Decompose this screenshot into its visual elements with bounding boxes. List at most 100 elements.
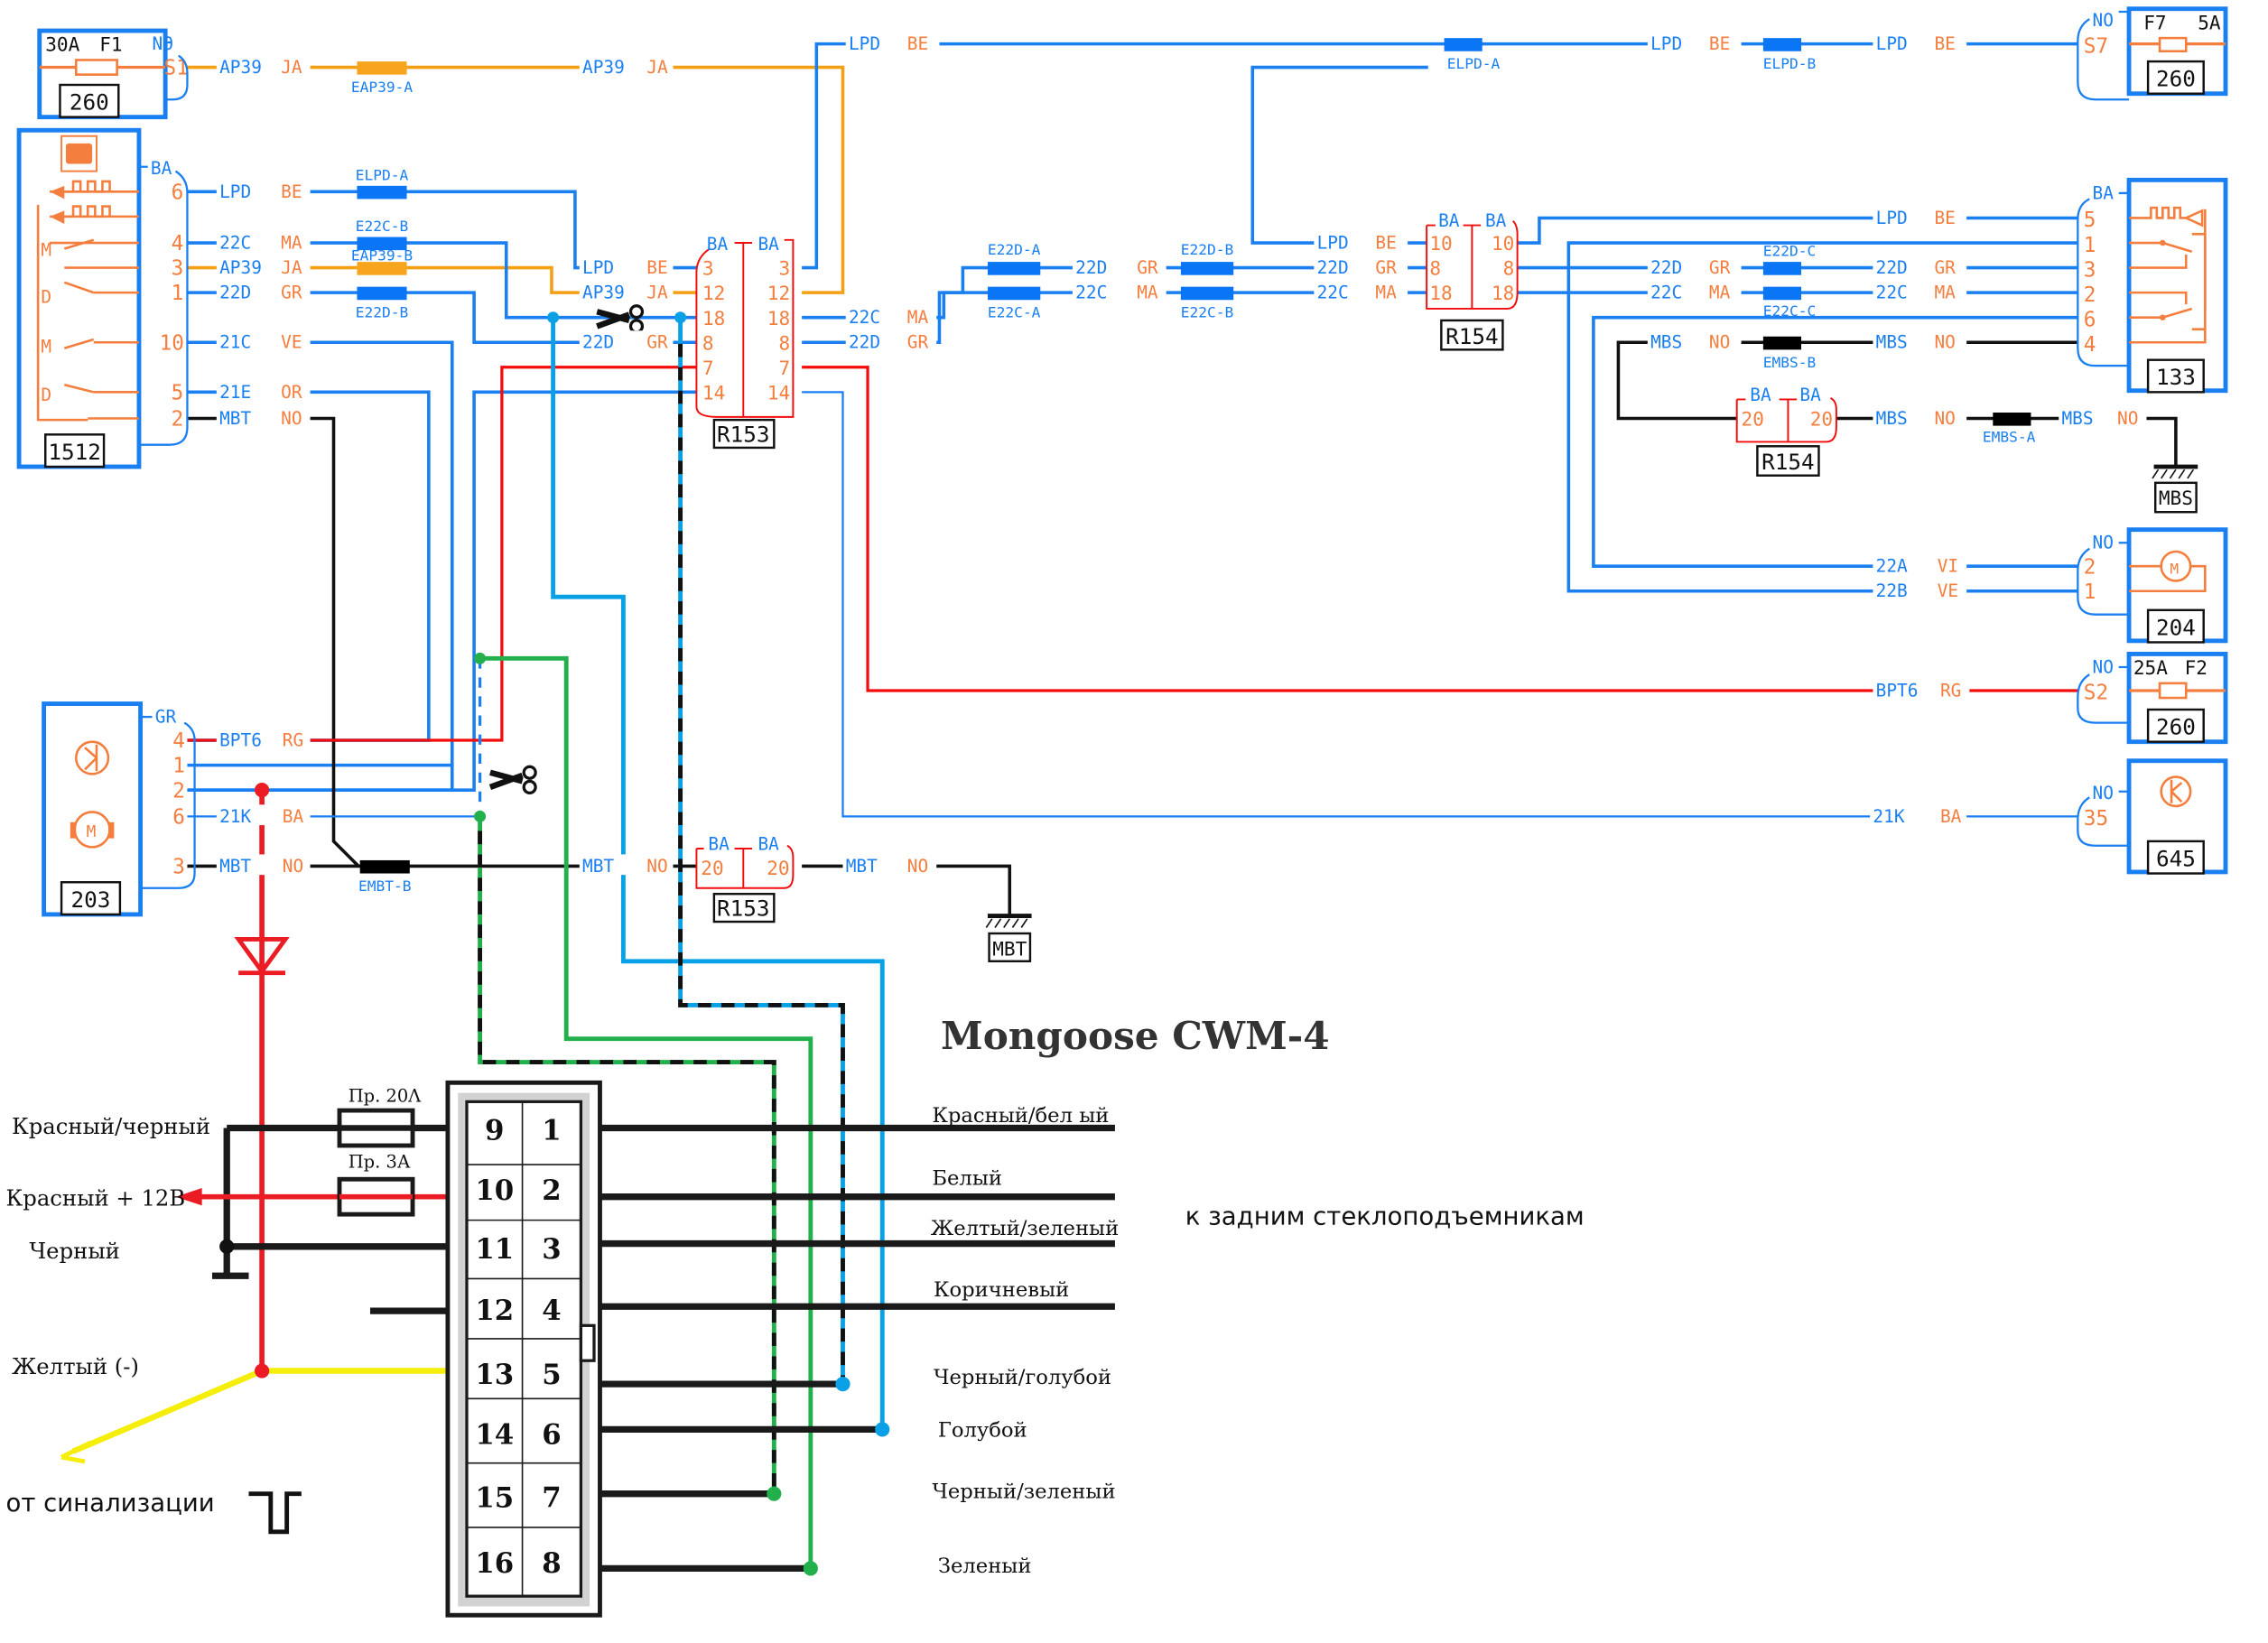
fuse-3a: Пр. 3А — [337, 1151, 415, 1217]
wire-label: NO — [1934, 408, 1955, 429]
wire-label: LPD — [219, 181, 251, 202]
splice-label: EAP39-A — [351, 79, 413, 96]
pin-number: 8 — [702, 331, 714, 354]
pin-number: S1 — [164, 57, 189, 80]
wire-yellow-alarm — [71, 1368, 264, 1454]
pin-number: 8 — [542, 1547, 561, 1580]
splice-eap39-a — [357, 61, 407, 75]
wire-green-pin8 — [479, 655, 813, 1569]
wire-label: 22C — [1650, 283, 1682, 303]
module-labels: Красный/черный Красный + 12В Черный Желт… — [5, 1013, 1584, 1578]
wire-label: JA — [281, 257, 302, 278]
wire-bpt6-left — [187, 366, 697, 742]
connector-r154-mbs[interactable]: BA BA 20 20 R154 — [1735, 385, 1837, 477]
wire-label: RG — [283, 730, 303, 751]
connector-r153-ground[interactable]: BA BA 20 20 R153 — [695, 834, 795, 924]
wire-label: MBT — [219, 856, 251, 877]
pin-number: 2 — [2084, 555, 2096, 579]
pin-number: 3 — [778, 257, 790, 280]
connector-code: BA — [708, 834, 730, 855]
wire-mbt-1512 — [187, 416, 360, 868]
wire-21k-right — [802, 391, 2078, 818]
fuse-icon — [74, 59, 118, 76]
connector-code: BA — [1799, 385, 1821, 405]
diode-icon — [234, 937, 290, 976]
wire-cyan-pin6 — [551, 317, 885, 1430]
connector-r153[interactable]: BA BA 3 12 18 8 7 14 3 12 18 8 7 14 R153 — [695, 234, 795, 450]
component-204[interactable]: M 204 NO 2 1 — [2077, 527, 2228, 644]
wire-label: GR — [281, 283, 302, 303]
connector-r154[interactable]: BA BA 10 8 18 10 8 18 R154 — [1426, 210, 1519, 351]
mongoose-module[interactable]: 9 10 11 12 13 14 15 16 1 2 3 4 5 6 7 8 — [445, 1080, 602, 1618]
wire-203-2 — [187, 390, 697, 792]
splice-label: E22D-B — [356, 304, 408, 321]
component-645[interactable]: 645 NO 35 — [2077, 758, 2228, 875]
component-260-f2[interactable]: 25A F2 260 NO S2 — [2077, 652, 2228, 745]
splice-label: ELPD-A — [1447, 55, 1501, 72]
component-label: 260 — [70, 89, 109, 116]
pin-number: 10 — [1492, 232, 1514, 255]
scissors-icon — [488, 765, 537, 795]
component-1512[interactable]: M D M D 1512 BA 6 4 3 1 10 5 2 — [16, 127, 189, 469]
component-260-f7[interactable]: F7 5A 260 NO S7 — [2077, 6, 2228, 101]
splice-e22d-a — [987, 262, 1041, 275]
junction-dot — [474, 652, 487, 664]
wire-label: 21C — [219, 332, 251, 353]
wire-label: GR — [1934, 257, 1956, 278]
wire-22b — [1566, 241, 2078, 593]
wire-label: GR — [1375, 257, 1397, 278]
wire-label: BE — [1934, 33, 1955, 54]
wire-label: 22B — [1876, 580, 1908, 601]
connector-code: BA — [1485, 210, 1507, 231]
pin-number: 5 — [542, 1359, 561, 1391]
pin-number: 18 — [767, 307, 790, 330]
ground-mbt: MBT — [985, 914, 1032, 962]
junction-dot — [254, 783, 270, 798]
pin-number: 5 — [2084, 209, 2096, 232]
connector-label: R154 — [1445, 323, 1499, 349]
wire-color-label: Черный/зеленый — [932, 1481, 1115, 1504]
display-icon — [60, 135, 98, 172]
wire-label: MA — [1375, 283, 1397, 303]
junction-dot — [219, 1239, 235, 1254]
connector-code: BA — [2093, 182, 2115, 203]
component-260-f1[interactable]: 30A F1 260 NO S1 — [37, 28, 189, 120]
svg-text:M: M — [41, 337, 51, 357]
pin-number: 20 — [1742, 408, 1764, 431]
wire-label: 22A — [1876, 556, 1908, 577]
wire-label: 21K — [1873, 806, 1904, 827]
ground-mbs: MBS — [2152, 464, 2198, 514]
component-203[interactable]: M 203 GR 4 1 2 6 3 — [42, 701, 196, 917]
connector-code: GR — [155, 707, 177, 728]
fuse-id: F7 — [2143, 11, 2166, 33]
wire-label: JA — [646, 57, 668, 78]
wire-color-label: Красный + 12В — [5, 1184, 185, 1211]
wire-lpd-top — [802, 42, 2078, 270]
junction-dot — [474, 810, 487, 822]
wire-label: BA — [283, 806, 304, 827]
wire-label: GR — [646, 332, 668, 353]
negative-pulse-icon — [248, 1491, 302, 1535]
pin-number: 4 — [542, 1295, 561, 1327]
splice-embs-b — [1762, 336, 1802, 350]
wire-label: MBS — [2061, 408, 2093, 429]
wires — [187, 42, 2178, 914]
component-133[interactable]: 133 BA 5 1 3 2 6 4 — [2077, 177, 2228, 394]
wire-label: 21E — [219, 382, 251, 403]
wire-label: NO — [1934, 332, 1955, 353]
wire-label: JA — [281, 57, 302, 78]
splice-e22d-b2 — [1180, 262, 1234, 275]
pin-number: 8 — [1429, 257, 1441, 280]
wire-black-green-pin7 — [478, 831, 776, 1494]
wire-label: 22D — [1650, 257, 1682, 278]
pin-number: S7 — [2084, 34, 2108, 58]
wire-label: 22C — [1876, 283, 1908, 303]
wire-label: MBT — [582, 856, 614, 877]
splice-label: E22C-C — [1763, 302, 1816, 320]
component-label: 260 — [2156, 714, 2196, 740]
wire-color-label: Желтый (-) — [12, 1353, 139, 1379]
module-pins-left: 9 10 11 12 13 14 15 16 — [475, 1114, 514, 1580]
fuse-id: F1 — [99, 33, 122, 56]
pin-number: 11 — [475, 1233, 514, 1266]
wire-label: GR — [1709, 257, 1731, 278]
